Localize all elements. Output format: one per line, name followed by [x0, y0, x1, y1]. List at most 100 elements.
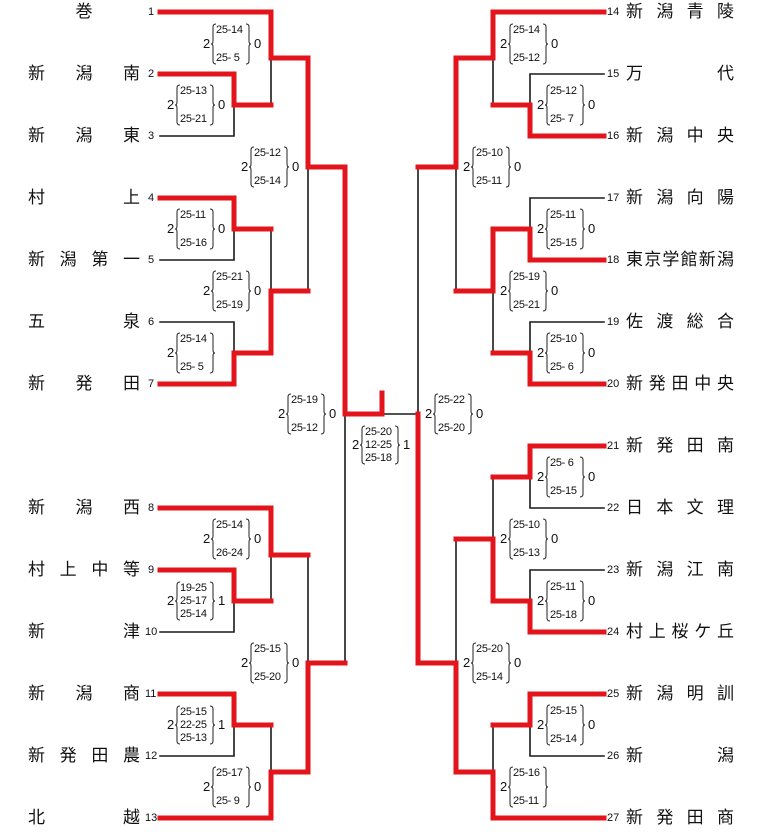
set-score: 25-20 [476, 643, 503, 655]
winner-sets: 2 [537, 593, 545, 608]
set-score: 12-25 [365, 439, 392, 451]
winner-sets: 2 [167, 717, 175, 732]
loser-path [529, 724, 605, 757]
set-score: 25-13 [513, 547, 540, 559]
loser-sets: 0 [551, 283, 559, 298]
team-number: 27 [607, 812, 620, 824]
loser-sets: 0 [254, 283, 262, 298]
brace-icon [544, 704, 586, 746]
set-score: 25-14 [180, 333, 207, 345]
set-score: 25-17 [180, 595, 207, 607]
winner-sets: 2 [352, 437, 360, 452]
team-number: 16 [607, 130, 620, 142]
winner-sets: 2 [463, 159, 471, 174]
loser-sets: 0 [476, 406, 484, 421]
team-number: 6 [148, 316, 155, 328]
loser-path [159, 600, 235, 633]
winner-sets: 2 [425, 406, 433, 421]
loser-path [159, 228, 235, 261]
brace-icon [174, 705, 216, 745]
set-score: 25-10 [550, 333, 577, 345]
loser-path [159, 104, 235, 137]
brace-icon [470, 146, 512, 188]
winner-sets: 2 [203, 779, 211, 794]
team-name: 村上中等 [28, 560, 140, 580]
set-score: 25-15 [550, 485, 577, 497]
winner-sets: 2 [167, 97, 175, 112]
set-score: 25-14 [180, 608, 207, 620]
team-number: 25 [607, 688, 620, 700]
winner-sets: 2 [500, 531, 508, 546]
set-score: 26-24 [216, 547, 243, 559]
loser-path [529, 197, 605, 230]
team-name: 新潟江南 [626, 560, 734, 580]
set-score: 25-12 [550, 85, 577, 97]
set-score: 25-19 [513, 271, 540, 283]
team-number: 8 [148, 502, 155, 514]
brace-icon [507, 270, 549, 312]
winner-sets: 2 [537, 469, 545, 484]
loser-path [529, 321, 605, 354]
team-name: 北越 [28, 808, 140, 828]
winner-path [157, 567, 274, 604]
team-name: 村上桜ケ丘 [626, 622, 734, 642]
team-number: 4 [148, 192, 155, 204]
set-score: 25-15 [550, 705, 577, 717]
team-number: 14 [607, 6, 620, 18]
team-number: 21 [607, 440, 620, 452]
set-score: 25-21 [180, 113, 207, 125]
set-score: 25-12 [513, 52, 540, 64]
team-number: 23 [607, 564, 620, 576]
set-score: 25-11 [180, 209, 206, 221]
winner-path [157, 691, 274, 728]
team-name: 新潟東 [28, 126, 140, 146]
loser-sets: 0 [218, 221, 226, 236]
loser-sets: 1 [218, 717, 226, 732]
set-score: 25-15 [254, 643, 281, 655]
winner-sets: 2 [500, 283, 508, 298]
winner-path [490, 443, 607, 480]
set-score: 25-14 [513, 24, 540, 36]
set-score: 25-20 [254, 671, 281, 683]
team-number: 10 [145, 626, 158, 638]
brace-icon [359, 425, 401, 465]
brace-icon [544, 84, 586, 126]
brace-icon [470, 642, 512, 684]
set-scores: 25-15 25-20 [254, 643, 281, 683]
set-score: 25-14 [254, 175, 281, 187]
set-score: 25-11 [550, 581, 576, 593]
team-name: 新潟中央 [626, 126, 734, 146]
team-number: 24 [607, 626, 620, 638]
brace-icon [507, 518, 549, 560]
winner-sets: 2 [537, 345, 545, 360]
loser-sets: 0 [588, 469, 596, 484]
set-score: 25-14 [550, 733, 577, 745]
winner-sets: 2 [537, 97, 545, 112]
winner-sets: 2 [241, 159, 249, 174]
winner-path [157, 288, 311, 387]
team-name: 村上 [28, 188, 140, 208]
set-score: 25-14 [216, 519, 243, 531]
set-scores: 25-15 25-14 [550, 705, 577, 745]
team-name: 巻 [75, 2, 93, 22]
team-number: 19 [607, 316, 620, 328]
brace-icon [210, 270, 252, 312]
brace-icon [507, 23, 549, 65]
team-name: 新潟 [626, 746, 734, 766]
winner-sets: 2 [537, 221, 545, 236]
team-number: 15 [607, 68, 620, 80]
